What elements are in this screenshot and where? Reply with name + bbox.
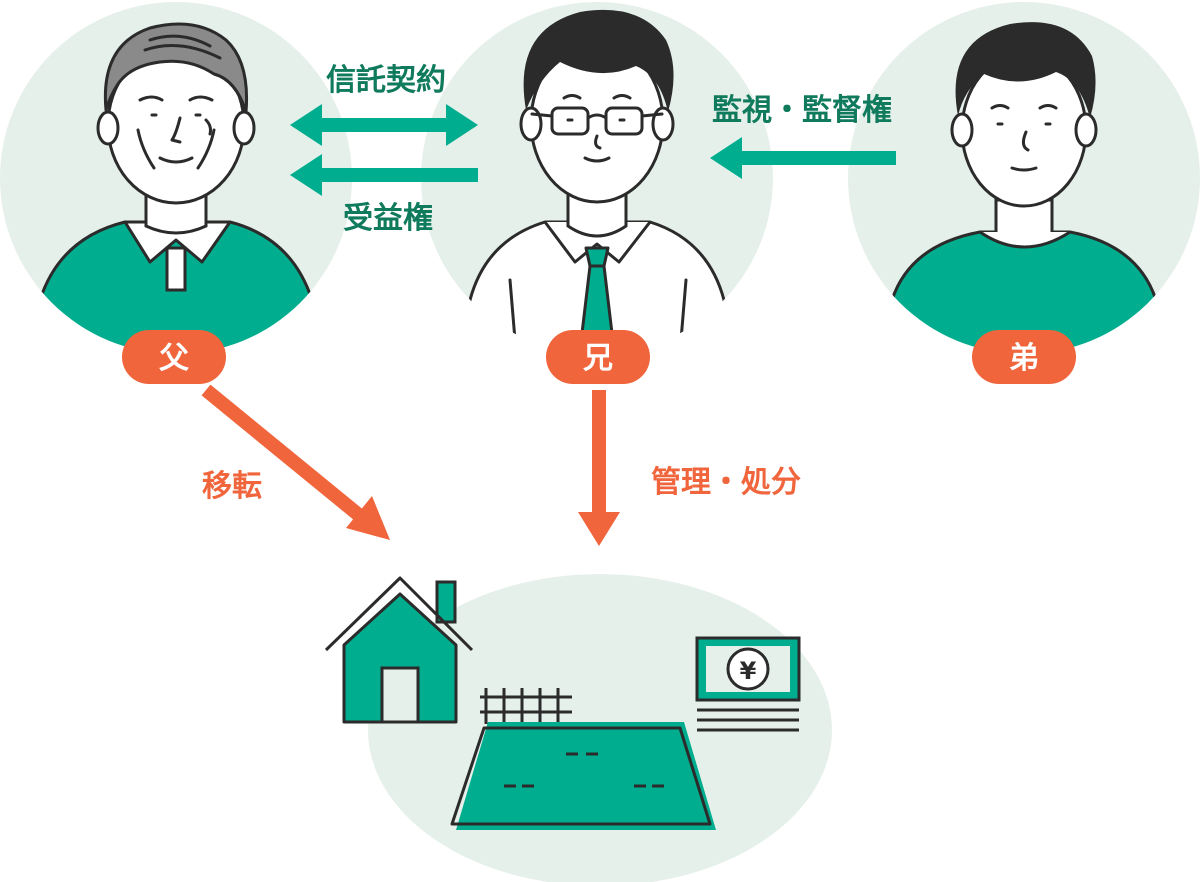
land-icon bbox=[450, 688, 716, 830]
label-younger-brother: 弟 bbox=[1009, 341, 1039, 376]
label-transfer: 移転 bbox=[202, 469, 262, 504]
label-supervision: 監視・監督権 bbox=[712, 93, 892, 128]
label-trust-contract: 信託契約 bbox=[326, 63, 446, 98]
label-beneficial-right: 受益権 bbox=[343, 201, 433, 236]
elder-brother-figure bbox=[421, 2, 773, 354]
arrow-management bbox=[578, 390, 620, 546]
arrow-trust-contract bbox=[290, 104, 478, 146]
label-father: 父 bbox=[159, 341, 189, 376]
arrow-supervision bbox=[710, 137, 896, 179]
yen-symbol: ¥ bbox=[740, 657, 757, 685]
badge-elder-brother: 兄 bbox=[546, 330, 650, 384]
badge-younger-brother: 弟 bbox=[972, 330, 1076, 384]
younger-brother-figure bbox=[848, 2, 1200, 354]
father-figure bbox=[0, 2, 352, 354]
arrow-transfer bbox=[201, 384, 390, 540]
arrow-beneficial-right bbox=[290, 154, 478, 196]
label-elder-brother: 兄 bbox=[583, 341, 613, 376]
house-icon bbox=[324, 576, 474, 724]
label-management: 管理・処分 bbox=[651, 465, 801, 500]
yen-banknote-icon: ¥ bbox=[695, 636, 801, 732]
badge-father: 父 bbox=[122, 330, 226, 384]
